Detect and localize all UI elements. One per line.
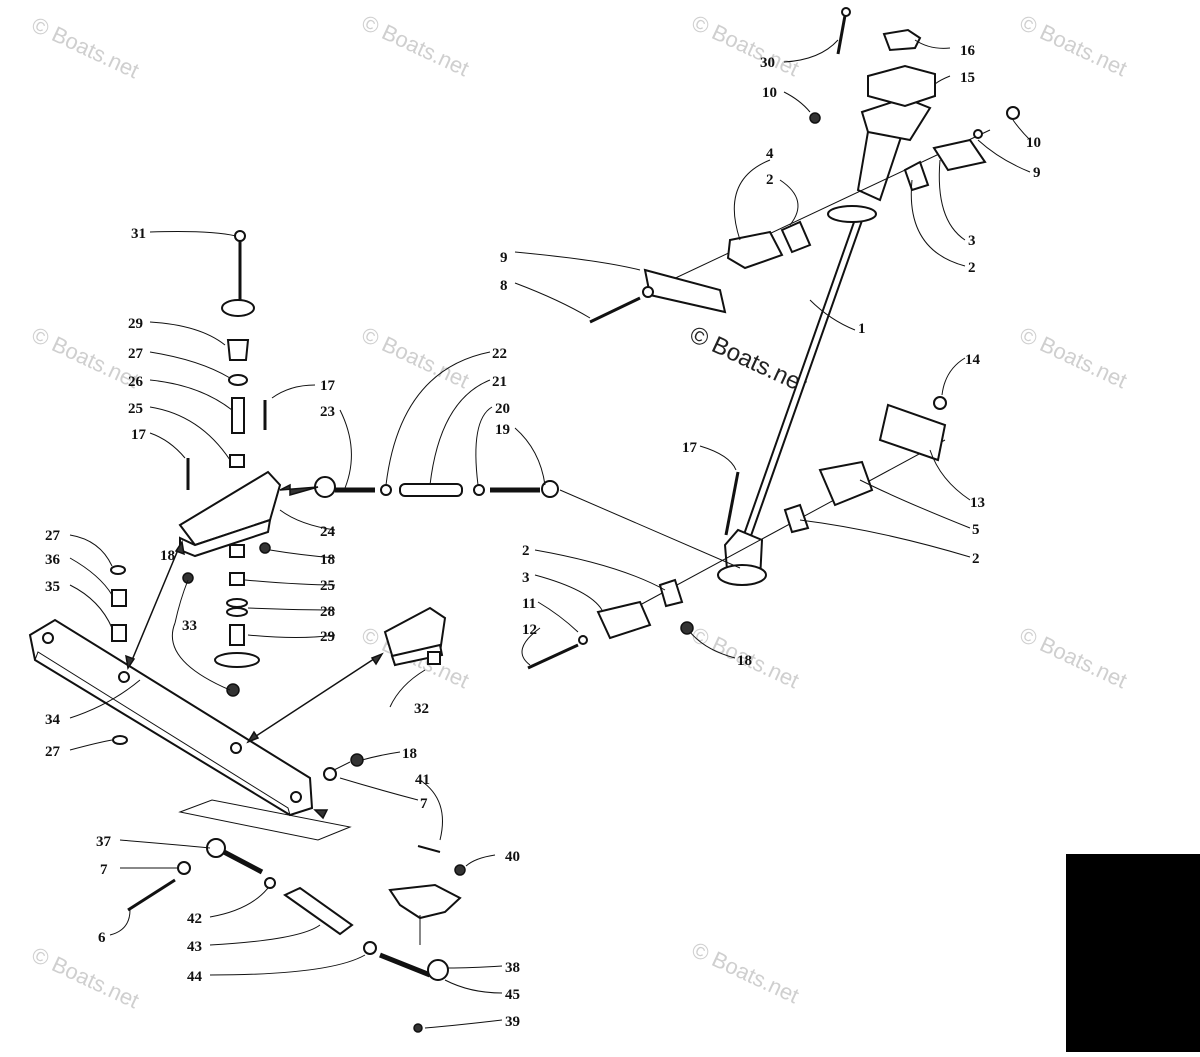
callout-30: 30 — [760, 55, 775, 71]
callout-32: 32 — [414, 701, 429, 717]
callout-labels: 1 2 2 2 2 3 3 4 5 6 7 7 8 9 9 10 10 11 1… — [45, 43, 1041, 1030]
callout-18: 18 — [737, 653, 752, 669]
assembly-arrows — [125, 540, 384, 820]
callout-17: 17 — [131, 427, 147, 443]
callout-29: 29 — [320, 629, 335, 645]
callout-2: 2 — [766, 172, 774, 188]
callout-6: 6 — [98, 930, 106, 946]
watermark: © Boats.net — [28, 322, 143, 393]
callout-37: 37 — [96, 834, 112, 850]
callout-4: 4 — [766, 146, 774, 162]
callout-25: 25 — [128, 401, 143, 417]
callout-38: 38 — [505, 960, 520, 976]
callout-44: 44 — [187, 969, 203, 985]
callout-10: 10 — [762, 85, 777, 101]
watermark: © Boats.net — [28, 12, 143, 83]
callout-27: 27 — [45, 528, 61, 544]
callout-34: 34 — [45, 712, 61, 728]
watermark: © Boats.net — [1016, 322, 1131, 393]
callout-35: 35 — [45, 579, 60, 595]
callout-18: 18 — [320, 552, 335, 568]
callout-17: 17 — [682, 440, 698, 456]
black-corner-block — [1066, 854, 1200, 1052]
callout-10: 10 — [1026, 135, 1041, 151]
watermark: © Boats.net — [1016, 10, 1131, 81]
upper-clamp-assembly — [589, 106, 1020, 324]
callout-7: 7 — [420, 796, 428, 812]
callout-12: 12 — [522, 622, 537, 638]
callout-19: 19 — [495, 422, 510, 438]
callout-36: 36 — [45, 552, 61, 568]
steering-post — [717, 7, 936, 586]
callout-2: 2 — [972, 551, 980, 567]
callout-27: 27 — [128, 346, 144, 362]
lower-tie-rod — [127, 753, 466, 1033]
leader-lines — [69, 39, 1031, 1029]
callout-41: 41 — [415, 772, 430, 788]
callout-17: 17 — [320, 378, 336, 394]
callout-14: 14 — [965, 352, 981, 368]
callout-2: 2 — [968, 260, 976, 276]
callout-28: 28 — [320, 604, 335, 620]
callout-7: 7 — [100, 862, 108, 878]
callout-2: 2 — [522, 543, 530, 559]
upper-tie-rod — [279, 476, 741, 569]
callout-33: 33 — [182, 618, 197, 634]
center-watermark: © Boats.net — [685, 321, 811, 399]
callout-40: 40 — [505, 849, 520, 865]
callout-9: 9 — [500, 250, 508, 266]
watermark: © Boats.net — [28, 942, 143, 1013]
callout-18: 18 — [160, 548, 175, 564]
callout-8: 8 — [500, 278, 508, 294]
callout-3: 3 — [968, 233, 976, 249]
callout-18: 18 — [402, 746, 417, 762]
lower-clamp-assembly — [527, 396, 947, 670]
callout-43: 43 — [187, 939, 202, 955]
callout-39: 39 — [505, 1014, 520, 1030]
callout-5: 5 — [972, 522, 980, 538]
callout-21: 21 — [492, 374, 507, 390]
callout-31: 31 — [131, 226, 146, 242]
callout-29: 29 — [128, 316, 143, 332]
callout-9: 9 — [1033, 165, 1041, 181]
tie-bar-34 — [28, 565, 314, 817]
callout-24: 24 — [320, 524, 336, 540]
callout-3: 3 — [522, 570, 530, 586]
watermark: © Boats.net — [358, 10, 473, 81]
callout-1: 1 — [858, 321, 866, 337]
callout-23: 23 — [320, 404, 335, 420]
watermark: © Boats.net — [688, 937, 803, 1008]
callout-25: 25 — [320, 578, 335, 594]
callout-11: 11 — [522, 596, 536, 612]
callout-16: 16 — [960, 43, 976, 59]
watermark: © Boats.net — [358, 322, 473, 393]
callout-15: 15 — [960, 70, 975, 86]
callout-20: 20 — [495, 401, 510, 417]
callout-26: 26 — [128, 374, 144, 390]
callout-42: 42 — [187, 911, 202, 927]
callout-13: 13 — [970, 495, 985, 511]
callout-27: 27 — [45, 744, 61, 760]
callout-22: 22 — [492, 346, 507, 362]
watermark: © Boats.net — [688, 10, 803, 81]
spindle-arm-32 — [383, 606, 447, 667]
callout-45: 45 — [505, 987, 520, 1003]
watermark: © Boats.net — [1016, 622, 1131, 693]
